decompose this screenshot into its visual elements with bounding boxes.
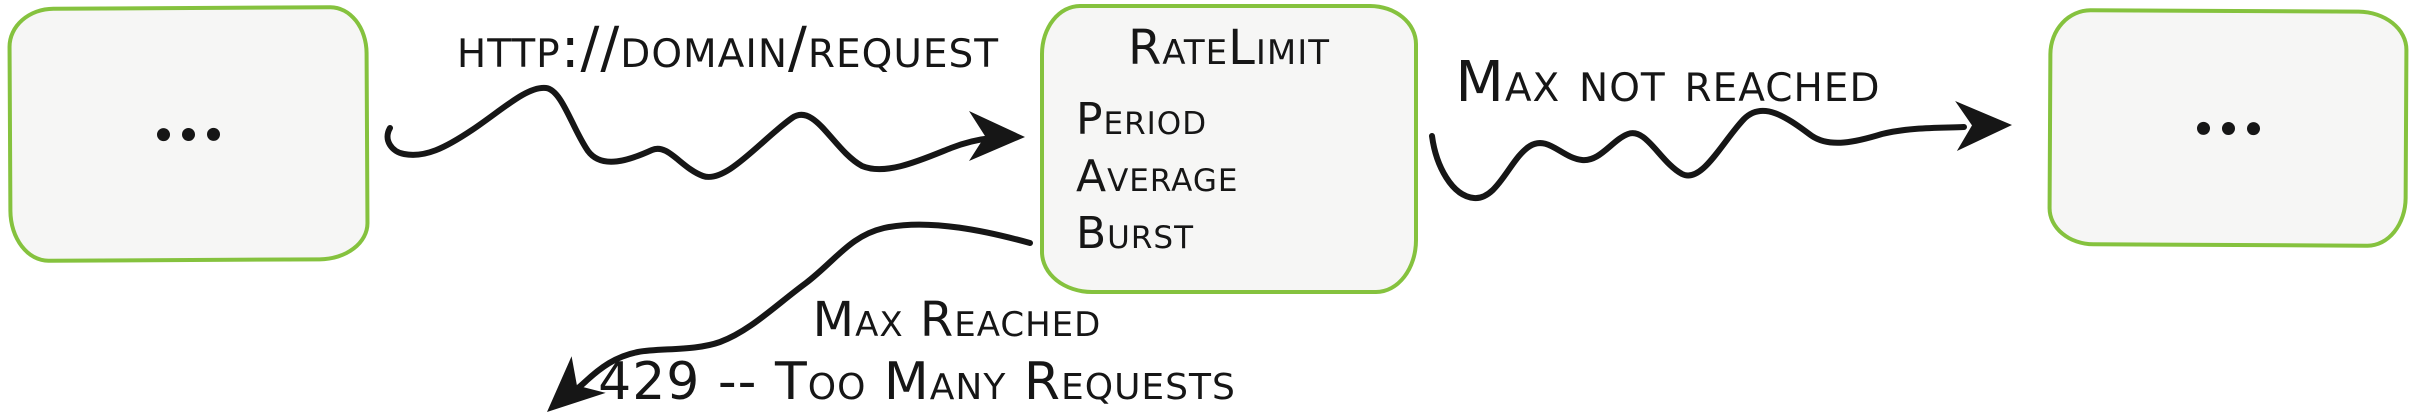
ratelimit-title: RateLimit — [1127, 20, 1331, 76]
ellipsis-dot — [2246, 121, 2260, 135]
ratelimit-middleware-box: RateLimit Period Average Burst — [1040, 4, 1418, 294]
ellipsis-dot — [206, 127, 221, 141]
request-edge-label: http://domain/request — [456, 16, 1000, 81]
request-arrowhead — [969, 111, 1025, 161]
upstream-node-box: ... — [7, 5, 370, 263]
max-not-reached-edge-label: Max not reached — [1455, 50, 1881, 115]
max-reached-status-label: 429 -- Too Many Requests — [598, 352, 1236, 412]
downstream-ellipsis-icon: ... — [2196, 121, 2260, 135]
ellipsis-dot — [181, 127, 196, 141]
ratelimit-field-period: Period — [1076, 93, 1208, 145]
ratelimit-field-average: Average — [1076, 150, 1239, 202]
max-not-reached-arrowhead — [1955, 100, 2012, 151]
max-reached-arrowhead — [547, 356, 606, 412]
ratelimit-fields: Period Average Burst — [1076, 91, 1414, 262]
max-reached-edge-label: Max Reached — [812, 292, 1102, 348]
ellipsis-dot — [156, 127, 171, 141]
ratelimit-field-burst: Burst — [1076, 207, 1195, 259]
ellipsis-dot — [2196, 121, 2210, 135]
request-arrow — [384, 84, 1025, 180]
downstream-node-box: ... — [2047, 8, 2409, 248]
max-not-reached-arrow-line — [1429, 107, 1967, 201]
request-arrow-line — [384, 84, 995, 180]
upstream-ellipsis-icon: ... — [156, 127, 221, 141]
ellipsis-dot — [2221, 121, 2235, 135]
